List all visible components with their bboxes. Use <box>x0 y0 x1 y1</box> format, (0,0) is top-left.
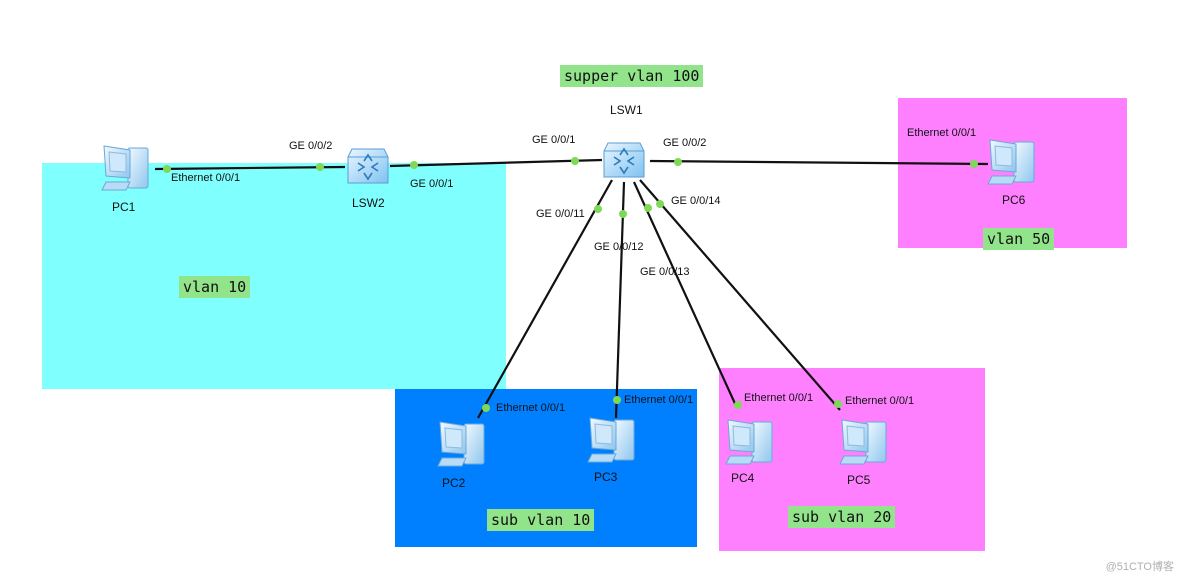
port-dot <box>656 200 664 208</box>
port-dot <box>163 165 171 173</box>
device-label-pc5: PC5 <box>847 473 871 487</box>
port-label: GE 0/0/1 <box>532 134 576 146</box>
device-label-pc4: PC4 <box>731 471 755 485</box>
port-label: GE 0/0/11 <box>536 208 585 220</box>
vlan50-label: vlan 50 <box>983 228 1055 250</box>
device-label-pc3: PC3 <box>594 470 618 484</box>
port-label: GE 0/0/13 <box>640 266 690 278</box>
port-label: Ethernet 0/0/1 <box>907 127 977 139</box>
port-dot <box>619 210 627 218</box>
port-dot <box>613 396 621 404</box>
port-dot <box>644 204 652 212</box>
port-label: GE 0/0/12 <box>594 241 644 253</box>
pc-icon[interactable] <box>436 418 492 470</box>
watermark: @51CTO博客 <box>1105 561 1174 573</box>
vlan10-label: vlan 10 <box>179 276 251 298</box>
port-label: Ethernet 0/0/1 <box>744 392 814 404</box>
port-dot <box>970 160 978 168</box>
port-dot <box>410 161 418 169</box>
device-label-pc6: PC6 <box>1002 193 1026 207</box>
port-dot <box>674 158 682 166</box>
port-label: GE 0/0/1 <box>410 178 454 190</box>
port-label: Ethernet 0/0/1 <box>496 402 566 414</box>
device-label-lsw2: LSW2 <box>352 196 385 210</box>
link-pc1-lsw2 <box>154 165 346 171</box>
link-lsw1-pc4 <box>632 181 739 409</box>
sub-vlan20-label: sub vlan 20 <box>788 506 896 528</box>
link-lsw1-pc6 <box>649 159 989 166</box>
pc-icon[interactable] <box>100 142 156 194</box>
port-label: Ethernet 0/0/1 <box>624 394 694 406</box>
switch-icon[interactable] <box>344 143 392 189</box>
device-label-pc2: PC2 <box>442 476 466 490</box>
port-label: GE 0/0/2 <box>663 137 707 149</box>
port-label: GE 0/0/2 <box>289 140 333 152</box>
link-lsw1-pc2 <box>477 179 613 419</box>
pc-icon[interactable] <box>986 136 1042 188</box>
port-dot <box>834 400 842 408</box>
sub-vlan10-label: sub vlan 10 <box>487 509 595 531</box>
vlan10-zone <box>42 163 506 389</box>
device-label-lsw1: LSW1 <box>610 103 643 117</box>
vlan50-zone <box>898 98 1127 248</box>
port-dot <box>594 205 602 213</box>
link-lsw2-lsw1 <box>389 158 603 168</box>
pc-icon[interactable] <box>838 416 894 468</box>
port-dot <box>734 401 742 409</box>
port-dot <box>316 163 324 171</box>
device-label-pc1: PC1 <box>112 200 136 214</box>
port-label: GE 0/0/14 <box>671 195 721 207</box>
switch-icon[interactable] <box>600 137 648 183</box>
port-dot <box>571 157 579 165</box>
link-lsw1-pc3 <box>614 181 626 419</box>
super-vlan-label: supper vlan 100 <box>560 65 704 87</box>
port-dot <box>482 404 490 412</box>
link-lsw1-pc5 <box>639 179 841 411</box>
port-label: Ethernet 0/0/1 <box>171 172 241 184</box>
pc-icon[interactable] <box>724 416 780 468</box>
pc-icon[interactable] <box>586 414 642 466</box>
port-label: Ethernet 0/0/1 <box>845 395 915 407</box>
